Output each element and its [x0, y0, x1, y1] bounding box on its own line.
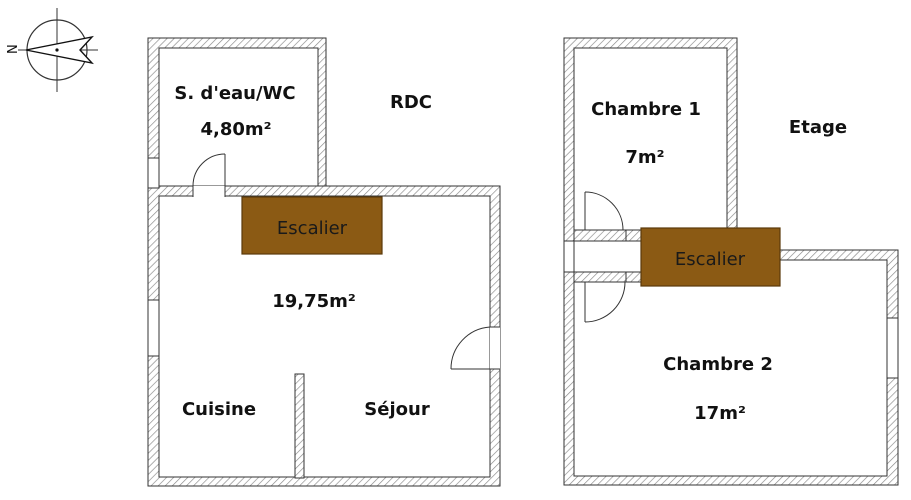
bedroom2-name: Chambre 2 [663, 354, 773, 375]
ground-stairs [241, 196, 383, 255]
bedroom2-window [886, 317, 899, 379]
ground-stairs-label: Escalier [277, 218, 348, 239]
compass-rose: N [3, 8, 98, 92]
bedroom2-door-swing [584, 281, 626, 323]
main-room-area: 19,75m² [272, 291, 356, 312]
kitchen-window [147, 299, 160, 357]
upper-stairs [640, 227, 781, 287]
compass-north-letter: N [3, 44, 18, 54]
upper-floor-plan: Escalier Chambre 1 7m² Etage Chambre 2 1… [563, 37, 899, 486]
upper-stairs-label: Escalier [675, 249, 746, 270]
ground-floor-plan: Escalier S. d'eau/WC 4,80m² RDC 19,75m² … [147, 37, 501, 487]
bedroom2-area: 17m² [694, 403, 746, 424]
living-room-name: Séjour [364, 399, 430, 420]
ground-level-label: RDC [390, 92, 432, 113]
bedroom1-door-swing [584, 191, 624, 231]
wc-door-swing [192, 153, 226, 187]
compass-needle-icon [25, 35, 94, 65]
bathroom-name: S. d'eau/WC [174, 83, 295, 104]
entrance-door-swing [450, 326, 491, 370]
kitchen-name: Cuisine [182, 399, 256, 420]
bedroom1-area: 7m² [625, 147, 664, 168]
upper-level-label: Etage [789, 117, 847, 138]
wc-window [147, 157, 160, 189]
bathroom-area: 4,80m² [200, 119, 271, 140]
bedroom1-name: Chambre 1 [591, 99, 701, 120]
